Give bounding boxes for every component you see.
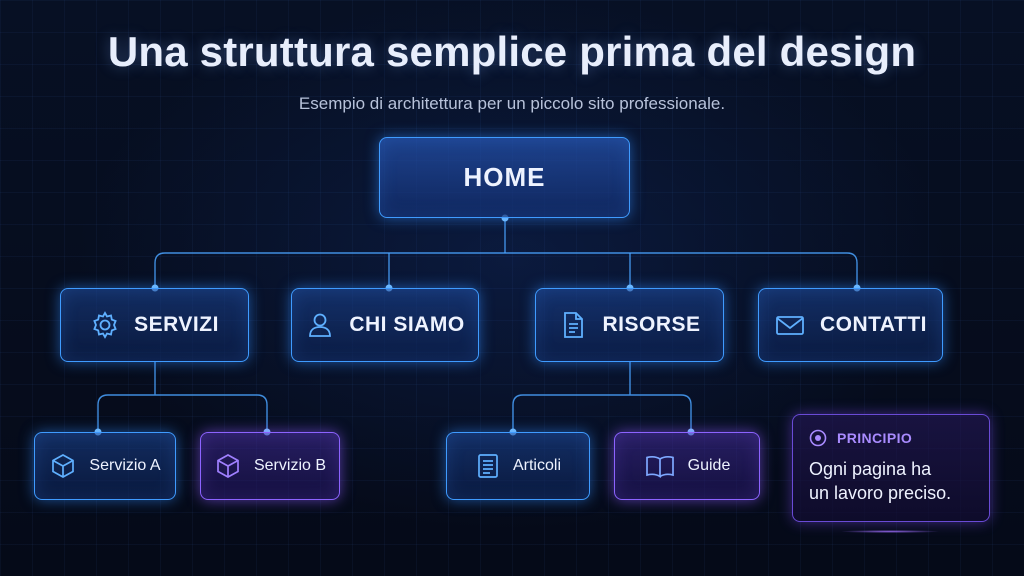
page-subtitle: Esempio di architettura per un piccolo s… <box>298 94 726 113</box>
page-title: Una struttura semplice prima del design <box>107 28 917 75</box>
document-icon <box>558 310 588 340</box>
connector-bus-main <box>154 252 858 288</box>
cube-icon <box>214 452 242 480</box>
mail-icon <box>774 310 806 340</box>
connector-risorse-children <box>512 362 692 432</box>
node-chi-siamo: CHI SIAMO <box>291 288 479 362</box>
gear-icon <box>90 310 120 340</box>
node-risorse-label: RISORSE <box>602 313 701 336</box>
node-servizi-label: SERVIZI <box>134 313 219 336</box>
principle-header: PRINCIPIO <box>809 429 973 447</box>
book-icon <box>644 452 676 480</box>
node-servizio-a-label: Servizio A <box>89 457 161 474</box>
node-contatti: CONTATTI <box>758 288 943 362</box>
node-articoli: Articoli <box>446 432 590 500</box>
node-servizio-b-label: Servizio B <box>253 457 327 474</box>
principle-glow <box>840 530 940 533</box>
node-contatti-label: CONTATTI <box>819 313 928 336</box>
document-lines-icon <box>475 452 501 480</box>
principle-text: Ogni pagina ha un lavoro preciso. <box>809 459 952 503</box>
node-servizio-a: Servizio A <box>34 432 176 500</box>
principle-callout: PRINCIPIO Ogni pagina ha un lavoro preci… <box>792 414 990 522</box>
node-servizi: SERVIZI <box>60 288 249 362</box>
node-risorse: RISORSE <box>535 288 724 362</box>
node-chi-siamo-label: CHI SIAMO <box>349 313 465 336</box>
node-home-label: HOME <box>463 162 546 192</box>
principle-heading: PRINCIPIO <box>837 430 913 446</box>
node-articoli-label: Articoli <box>512 457 561 474</box>
node-servizio-b: Servizio B <box>200 432 340 500</box>
node-guide-label: Guide <box>687 457 731 474</box>
connector-servizi-children <box>97 362 268 432</box>
node-guide: Guide <box>614 432 760 500</box>
node-home: HOME <box>379 137 630 218</box>
cube-icon <box>49 452 77 480</box>
target-icon <box>809 429 827 447</box>
user-icon <box>305 310 335 340</box>
